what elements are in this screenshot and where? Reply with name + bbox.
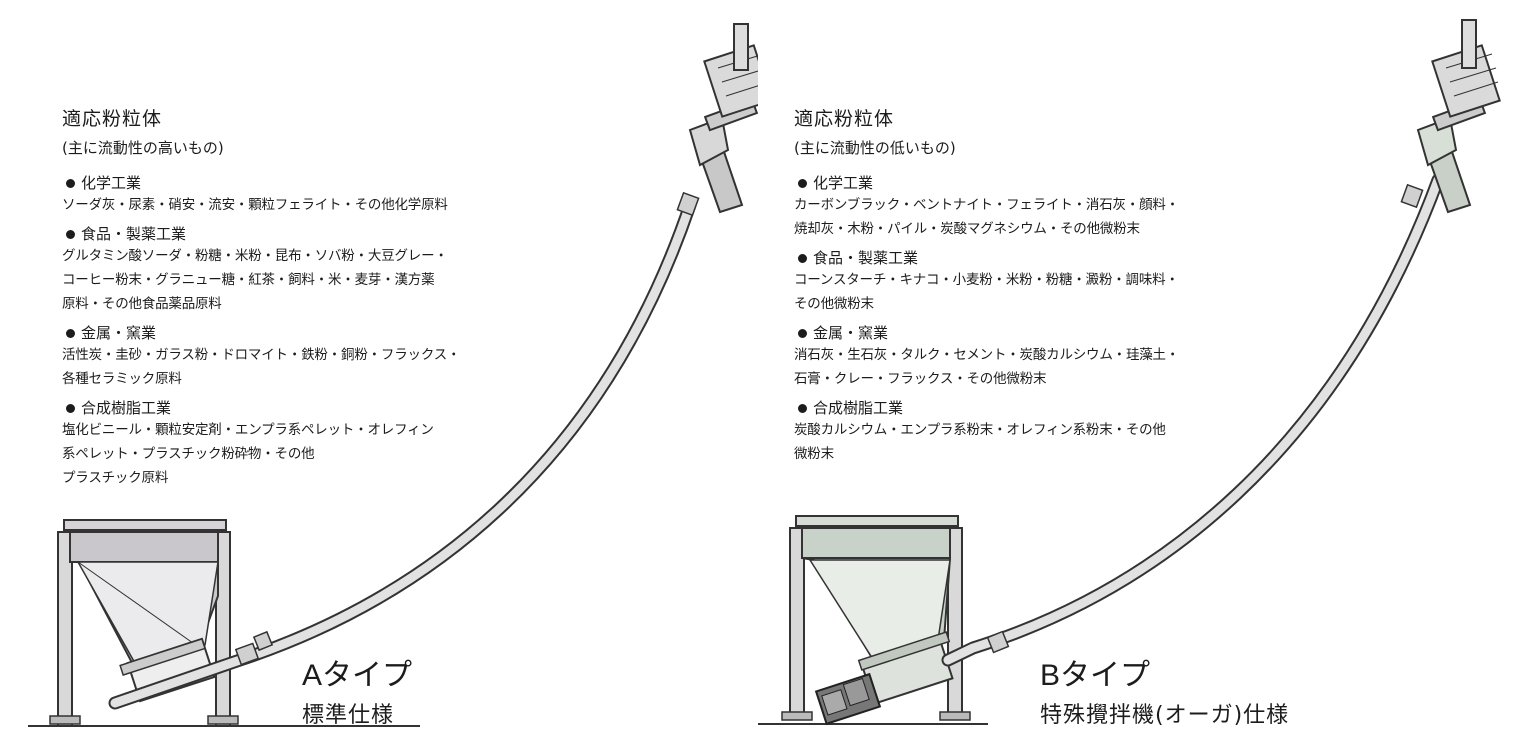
conveyor-diagram-a [28, 23, 758, 727]
category-name: 合成樹脂工業 [81, 399, 172, 417]
category-items: 炭酸カルシウム・エンプラ系粉末・オレフィン系粉末・その他 微粉末 [794, 418, 1264, 466]
category-name: 食品・製薬工業 [813, 249, 919, 267]
conveyor-diagram-b [758, 19, 1501, 726]
category-name: 金属・窯業 [81, 324, 157, 342]
category-name: 金属・窯業 [813, 324, 889, 342]
category-metal-ceramic: 金属・窯業 活性炭・圭砂・ガラス粉・ドロマイト・鉄粉・銅粉・フラックス・ 各種セ… [62, 322, 542, 391]
spec-label: 標準仕様 [302, 703, 395, 728]
bullet-icon [798, 178, 807, 188]
bullet-icon [66, 328, 75, 338]
type-label: Aタイプ [302, 659, 413, 692]
materials-subheading: (主に流動性の高いもの) [62, 139, 224, 157]
item-line: 消石灰・生石灰・タルク・セメント・炭酸カルシウム・珪藻土・ [794, 347, 1180, 363]
spec-label: 特殊攪拌機(オーガ)仕様 [1040, 703, 1290, 728]
item-line: コーンスターチ・キナコ・小麦粉・米粉・粉糖・澱粉・調味料・ [794, 272, 1179, 288]
category-synthetic-resin: 合成樹脂工業 炭酸カルシウム・エンプラ系粉末・オレフィン系粉末・その他 微粉末 [794, 397, 1264, 466]
category-metal-ceramic: 金属・窯業 消石灰・生石灰・タルク・セメント・炭酸カルシウム・珪藻土・ 石膏・ク… [794, 322, 1264, 391]
category-name: 食品・製薬工業 [81, 225, 187, 243]
bullet-icon [66, 178, 75, 188]
item-line: その他微粉末 [794, 296, 874, 312]
item-line: 塩化ビニール・顆粒安定剤・エンプラ系ペレット・オレフィン [62, 422, 434, 438]
category-items: ソーダ灰・尿素・硝安・流安・顆粒フェライト・その他化学原料 [62, 193, 542, 217]
item-line: 微粉末 [794, 446, 834, 462]
item-line: 各種セラミック原料 [62, 371, 182, 387]
type-label: Bタイプ [1040, 659, 1151, 692]
materials-list-b: 適応粉粒体 (主に流動性の低いもの) 化学工業 カーボンブラック・ベントナイト・… [794, 104, 1264, 466]
bullet-icon [66, 229, 75, 239]
bullet-icon [798, 253, 807, 263]
category-items: 活性炭・圭砂・ガラス粉・ドロマイト・鉄粉・銅粉・フラックス・ 各種セラミック原料 [62, 343, 542, 391]
category-food-pharma: 食品・製薬工業 グルタミン酸ソーダ・粉糖・米粉・昆布・ソバ粉・大豆グレー・ コー… [62, 223, 542, 316]
item-line: グルタミン酸ソーダ・粉糖・米粉・昆布・ソバ粉・大豆グレー・ [62, 248, 448, 264]
item-line: 石膏・クレー・フラックス・その他微粉末 [794, 371, 1047, 387]
category-items: グルタミン酸ソーダ・粉糖・米粉・昆布・ソバ粉・大豆グレー・ コーヒー粉末・グラニ… [62, 244, 542, 316]
panel-type-a: 適応粉粒体 (主に流動性の高いもの) 化学工業 ソーダ灰・尿素・硝安・流安・顆粒… [28, 23, 758, 728]
category-items: カーボンブラック・ベントナイト・フェライト・消石灰・顔料・ 焼却灰・木粉・パイル… [794, 193, 1264, 241]
category-name: 合成樹脂工業 [813, 399, 904, 417]
materials-heading: 適応粉粒体 [794, 108, 895, 130]
category-chemical: 化学工業 カーボンブラック・ベントナイト・フェライト・消石灰・顔料・ 焼却灰・木… [794, 172, 1264, 241]
category-list: 化学工業 カーボンブラック・ベントナイト・フェライト・消石灰・顔料・ 焼却灰・木… [794, 172, 1264, 466]
category-name: 化学工業 [813, 174, 874, 192]
item-line: ソーダ灰・尿素・硝安・流安・顆粒フェライト・その他化学原料 [62, 197, 448, 213]
bullet-icon [798, 328, 807, 338]
item-line: 焼却灰・木粉・パイル・炭酸マグネシウム・その他微粉末 [794, 221, 1140, 237]
category-list: 化学工業 ソーダ灰・尿素・硝安・流安・顆粒フェライト・その他化学原料 食品・製薬… [62, 172, 542, 490]
category-items: 塩化ビニール・顆粒安定剤・エンプラ系ペレット・オレフィン 系ペレット・プラスチッ… [62, 418, 542, 490]
materials-list-a: 適応粉粒体 (主に流動性の高いもの) 化学工業 ソーダ灰・尿素・硝安・流安・顆粒… [62, 104, 542, 490]
category-items: 消石灰・生石灰・タルク・セメント・炭酸カルシウム・珪藻土・ 石膏・クレー・フラッ… [794, 343, 1264, 391]
bullet-icon [66, 403, 75, 413]
category-food-pharma: 食品・製薬工業 コーンスターチ・キナコ・小麦粉・米粉・粉糖・澱粉・調味料・ その… [794, 247, 1264, 316]
item-line: カーボンブラック・ベントナイト・フェライト・消石灰・顔料・ [794, 197, 1180, 213]
category-items: コーンスターチ・キナコ・小麦粉・米粉・粉糖・澱粉・調味料・ その他微粉末 [794, 268, 1264, 316]
item-line: 活性炭・圭砂・ガラス粉・ドロマイト・鉄粉・銅粉・フラックス・ [62, 347, 461, 363]
category-chemical: 化学工業 ソーダ灰・尿素・硝安・流安・顆粒フェライト・その他化学原料 [62, 172, 542, 217]
panel-type-b: 適応粉粒体 (主に流動性の低いもの) 化学工業 カーボンブラック・ベントナイト・… [758, 0, 1516, 746]
materials-subheading: (主に流動性の低いもの) [794, 139, 956, 157]
bullet-icon [798, 403, 807, 413]
materials-heading: 適応粉粒体 [62, 108, 163, 130]
item-line: 系ペレット・プラスチック粉砕物・その他 [62, 446, 315, 462]
item-line: 炭酸カルシウム・エンプラ系粉末・オレフィン系粉末・その他 [794, 422, 1166, 438]
category-synthetic-resin: 合成樹脂工業 塩化ビニール・顆粒安定剤・エンプラ系ペレット・オレフィン 系ペレッ… [62, 397, 542, 490]
item-line: プラスチック原料 [62, 470, 169, 486]
category-name: 化学工業 [81, 174, 142, 192]
item-line: 原料・その他食品薬品原料 [62, 296, 222, 312]
item-line: コーヒー粉末・グラニュー糖・紅茶・飼料・米・麦芽・漢方薬 [62, 272, 435, 288]
